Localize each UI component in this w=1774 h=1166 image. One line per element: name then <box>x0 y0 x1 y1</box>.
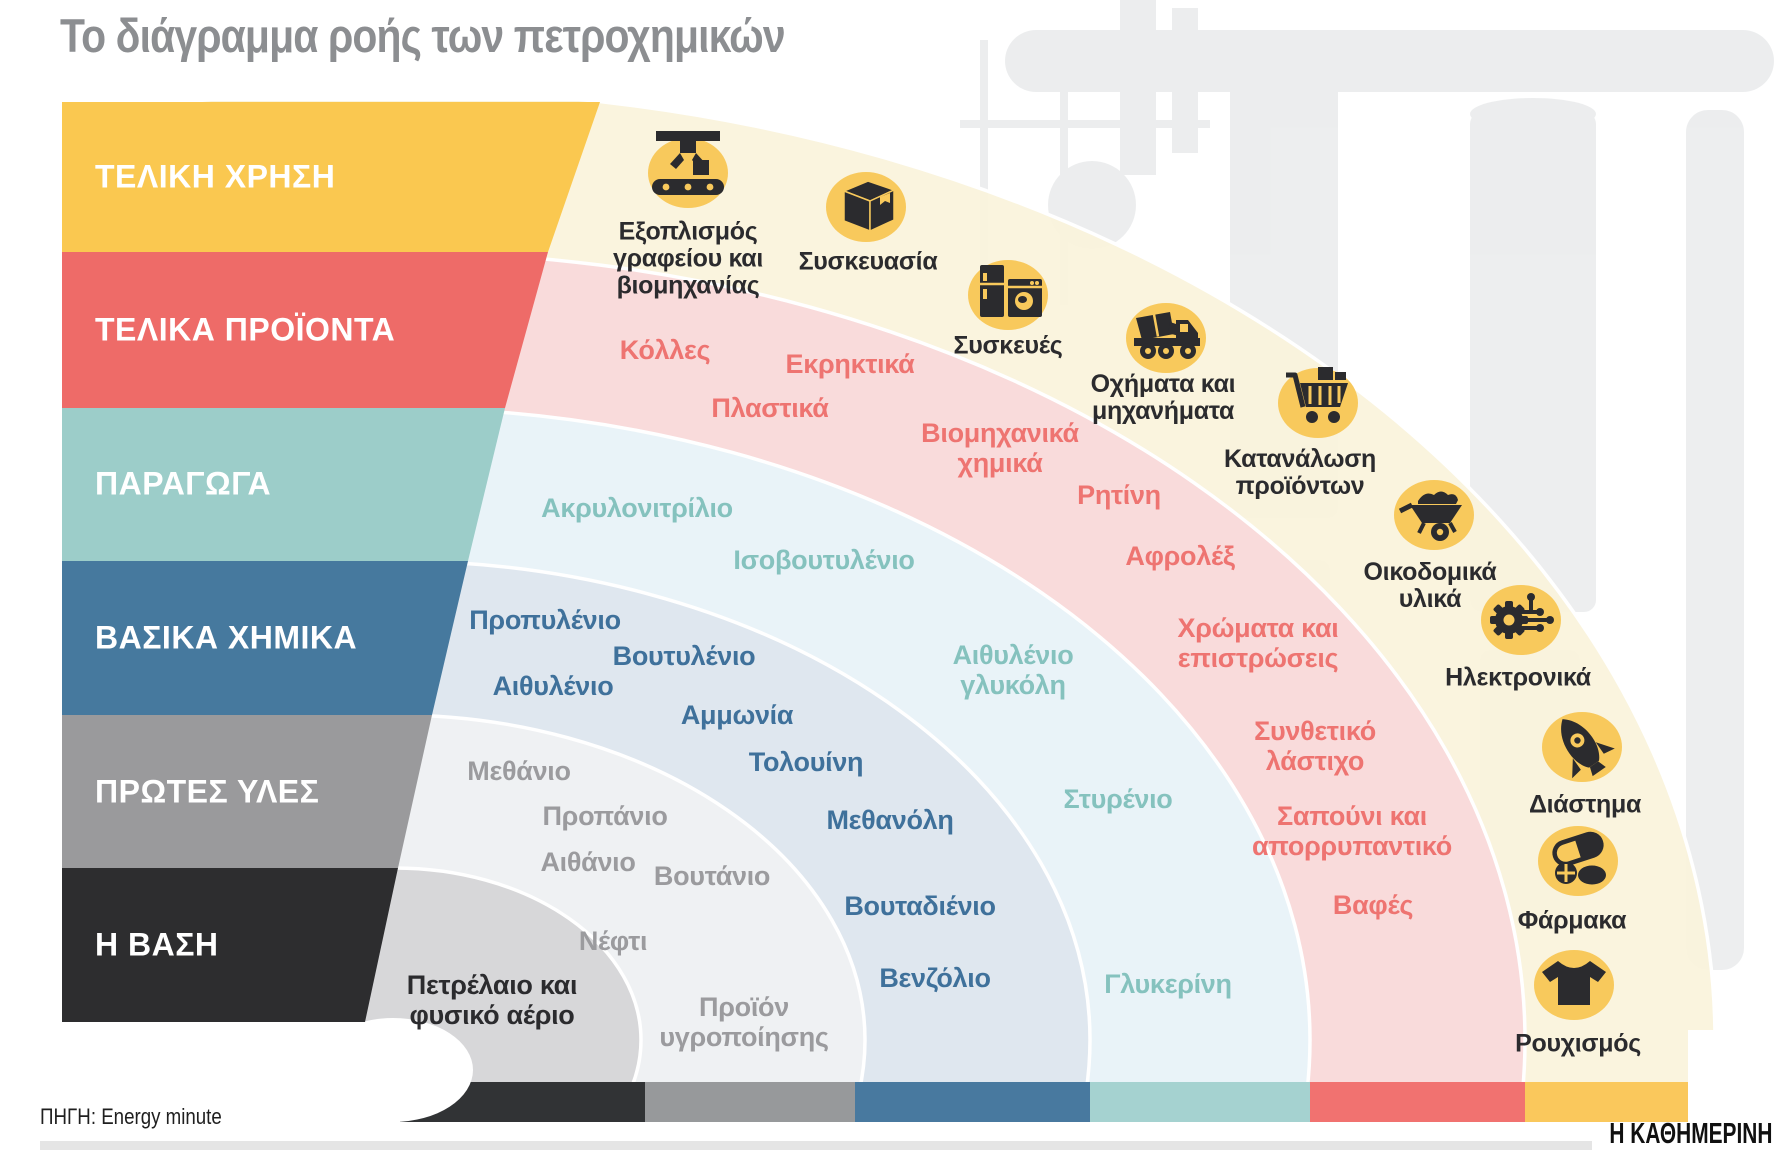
chemical-label: Βουταδιένιο <box>844 890 996 921</box>
final-use-label: Διάστημα <box>1528 790 1642 819</box>
raw-material-label: Προϊόν υγροποίησης <box>659 991 829 1052</box>
pills-icon <box>1526 815 1630 901</box>
product-label: Χρώματα και επιστρώσεις <box>1177 612 1339 673</box>
final-use-item-electronics <box>1469 574 1573 660</box>
final-use-label: Οχήματα και μηχανήματα <box>1090 370 1236 425</box>
derivative-label: Ισοβουτυλένιο <box>733 544 915 575</box>
factory-equipment-icon <box>636 127 740 213</box>
chemical-label: Μεθανόλη <box>826 804 954 835</box>
vehicle-icon <box>1110 292 1222 378</box>
product-label: Εκρηκτικά <box>785 348 915 379</box>
chemical-label: Τολουίνη <box>748 746 864 777</box>
product-label: Πλαστικά <box>711 392 829 423</box>
package-icon <box>814 161 918 247</box>
appliances-icon <box>956 249 1060 335</box>
final-use-item-building-materials <box>1382 469 1486 555</box>
level-band-final-use <box>62 102 600 252</box>
fan-center-notch <box>313 1018 473 1122</box>
chemical-label: Αιθυλένιο <box>492 670 614 701</box>
level-label-derivatives: ΠΑΡΑΓΩΓΑ <box>95 465 272 502</box>
level-label-raw-materials: ΠΡΩΤΕΣ ΥΛΕΣ <box>95 773 320 810</box>
product-label: Ρητίνη <box>1077 479 1161 510</box>
derivative-label: Γλυκερίνη <box>1104 968 1232 999</box>
final-use-item-space <box>1530 701 1634 787</box>
final-use-label: Ρουχισμός <box>1515 1029 1641 1058</box>
wheelbarrow-icon <box>1382 469 1486 555</box>
final-use-label: Εξοπλισμός γραφείου και βιομηχανίας <box>612 217 764 300</box>
chemical-label: Βουτυλένιο <box>612 640 756 671</box>
level-band-final-products <box>62 252 548 408</box>
footer-divider <box>40 1141 1592 1150</box>
product-label: Βαφές <box>1332 889 1414 920</box>
level-band-basic-chemicals <box>62 561 468 715</box>
raw-material-label: Βουτάνιο <box>653 860 771 891</box>
raw-material-label: Μεθάνιο <box>467 755 571 786</box>
final-use-label: Συσκευές <box>953 331 1063 360</box>
derivative-label: Στυρένιο <box>1063 783 1173 814</box>
final-use-label: Οικοδομικά υλικά <box>1363 558 1497 613</box>
level-label-basic-chemicals: ΒΑΣΙΚΑ ΧΗΜΙΚΑ <box>95 619 358 656</box>
chemical-label: Βενζόλιο <box>879 962 991 993</box>
page-title: Το διάγραμμα ροής των πετροχημικών <box>60 9 786 62</box>
final-use-item-packaging <box>814 161 918 247</box>
shopping-cart-icon <box>1266 357 1370 443</box>
final-use-label: Φάρμακα <box>1517 906 1627 935</box>
final-use-label: Κατανάλωση προϊόντων <box>1223 445 1377 500</box>
ring-endcap-strips <box>400 1082 1690 1122</box>
final-use-item-office-industry <box>636 127 740 213</box>
product-label: Αφρολέξ <box>1125 540 1235 571</box>
derivative-label: Ακρυλονιτρίλιο <box>541 492 733 523</box>
final-use-item-clothing <box>1522 939 1626 1025</box>
base-label: Πετρέλαιο και φυσικό αέριο <box>406 969 578 1030</box>
level-band-derivatives <box>62 408 505 561</box>
raw-material-label: Αιθάνιο <box>540 846 636 877</box>
product-label: Συνθετικό λάστιχο <box>1254 715 1376 776</box>
raw-material-label: Προπάνιο <box>542 800 668 831</box>
newspaper-logo: Η ΚΑΘΗΜΕΡΙΝΗ <box>1608 1118 1772 1150</box>
level-label-base: Η ΒΑΣΗ <box>95 926 219 963</box>
final-use-item-appliances <box>956 249 1060 335</box>
final-use-item-vehicles <box>1110 292 1222 378</box>
final-use-label: Συσκευασία <box>798 247 938 276</box>
level-band-raw-materials <box>62 715 432 868</box>
product-label: Βιομηχανικά χημικά <box>921 417 1079 478</box>
tshirt-icon <box>1522 939 1626 1025</box>
final-use-item-consumption <box>1266 357 1370 443</box>
derivative-label: Αιθυλένιο γλυκόλη <box>952 639 1074 700</box>
rocket-icon <box>1530 701 1634 787</box>
raw-material-label: Νέφτι <box>578 925 648 956</box>
level-band-base <box>62 868 398 1022</box>
product-label: Κόλλες <box>619 334 711 365</box>
source-credit: ΠΗΓΗ: Energy minute <box>40 1104 222 1129</box>
final-use-label: Ηλεκτρονικά <box>1445 663 1591 692</box>
level-label-final-products: ΤΕΛΙΚΑ ΠΡΟΪΟΝΤΑ <box>95 311 396 348</box>
chemical-label: Προπυλένιο <box>469 604 621 635</box>
electronics-icon <box>1469 574 1573 660</box>
chemical-label: Αμμωνία <box>680 699 794 730</box>
product-label: Σαπούνι και απορρυπαντικό <box>1252 800 1452 861</box>
level-label-final-use: ΤΕΛΙΚΗ ΧΡΗΣΗ <box>95 158 336 195</box>
final-use-item-pharma <box>1526 815 1630 901</box>
